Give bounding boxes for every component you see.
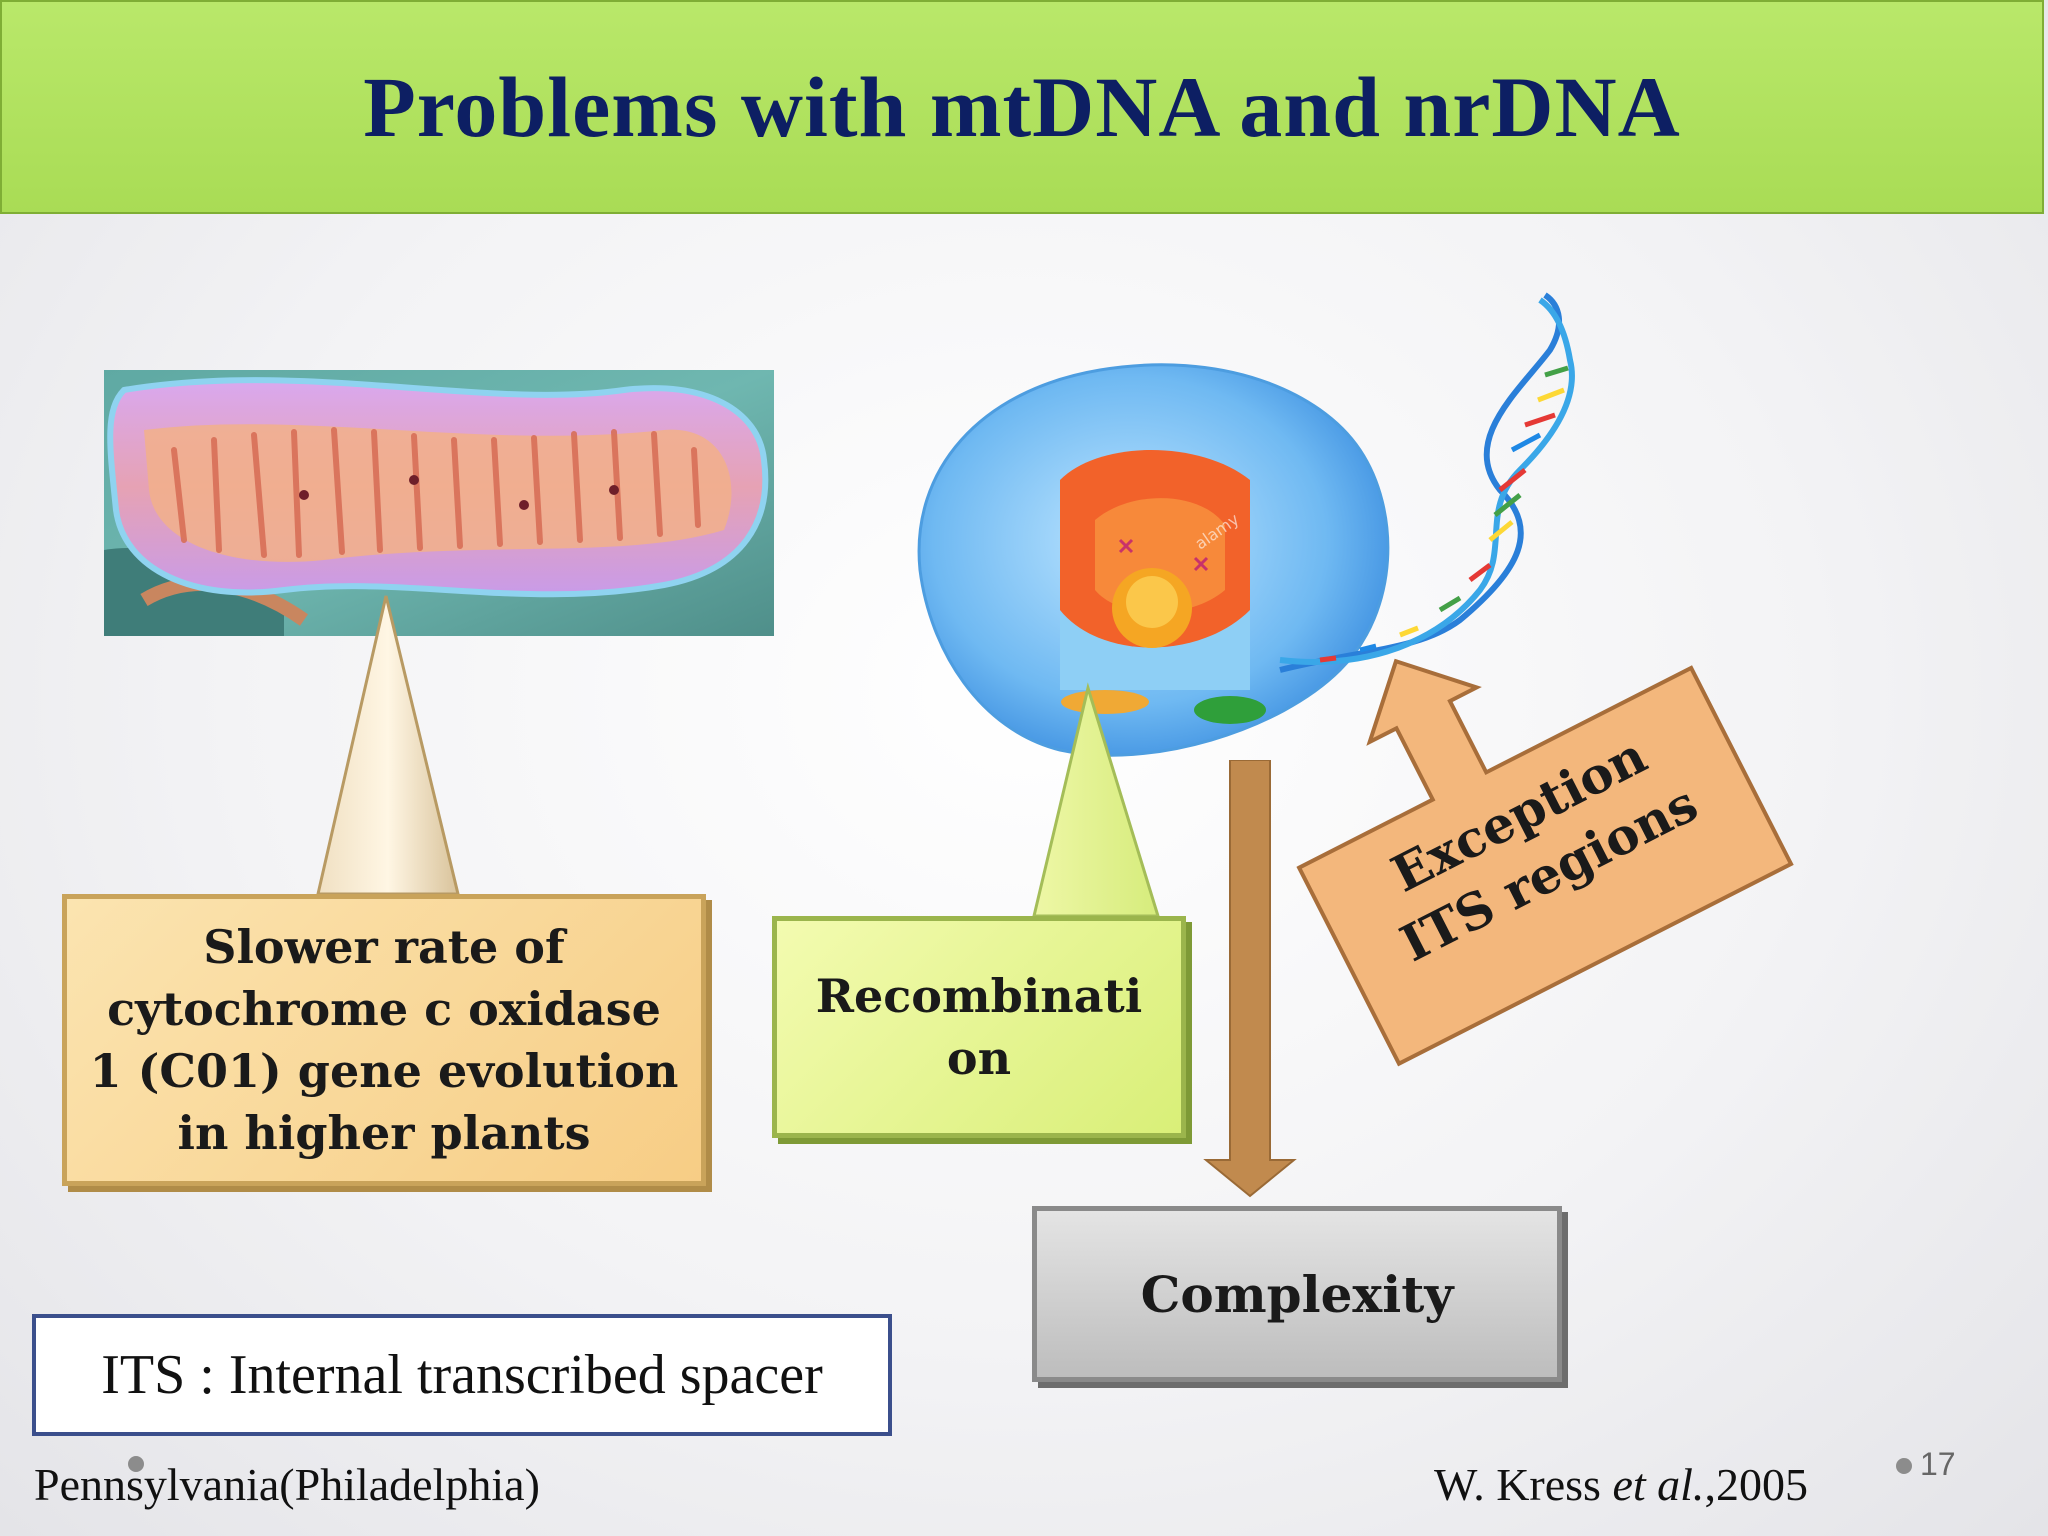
complexity-text: Complexity [1140, 1264, 1454, 1324]
citation-etal: et al. [1612, 1459, 1705, 1510]
cox1-box: Slower rate of cytochrome c oxidase 1 (C… [62, 894, 706, 1186]
citation-author: W. Kress [1434, 1459, 1613, 1510]
its-definition-text: ITS : Internal transcribed spacer [101, 1344, 823, 1406]
exception-callout: Exception ITS regions [1281, 632, 1794, 1067]
down-arrow [1203, 760, 1297, 1198]
recombination-box: Recombinati on [772, 916, 1186, 1138]
cell-dna-image: alamy [900, 290, 1720, 790]
cox1-text: Slower rate of cytochrome c oxidase 1 (C… [89, 920, 679, 1160]
title-bar: Problems with mtDNA and nrDNA [0, 0, 2044, 214]
bullet-dot-right [1896, 1458, 1912, 1474]
its-definition-box: ITS : Internal transcribed spacer [32, 1314, 892, 1436]
slide-title: Problems with mtDNA and nrDNA [363, 59, 1681, 155]
green-callout-pointer [1032, 682, 1161, 918]
mitochondrion-image [104, 370, 774, 636]
footer-location: Pennsylvania(Philadelphia) [34, 1459, 540, 1510]
page-number: 17 [1920, 1446, 1956, 1482]
orange-callout-pointer [316, 595, 460, 896]
citation-year: ,2005 [1704, 1459, 1808, 1510]
footer-citation: W. Kress et al.,2005 [1434, 1458, 1808, 1511]
bullet-dot-left [128, 1456, 144, 1472]
recombination-text: Recombinati on [815, 969, 1143, 1085]
complexity-box: Complexity [1032, 1206, 1562, 1382]
